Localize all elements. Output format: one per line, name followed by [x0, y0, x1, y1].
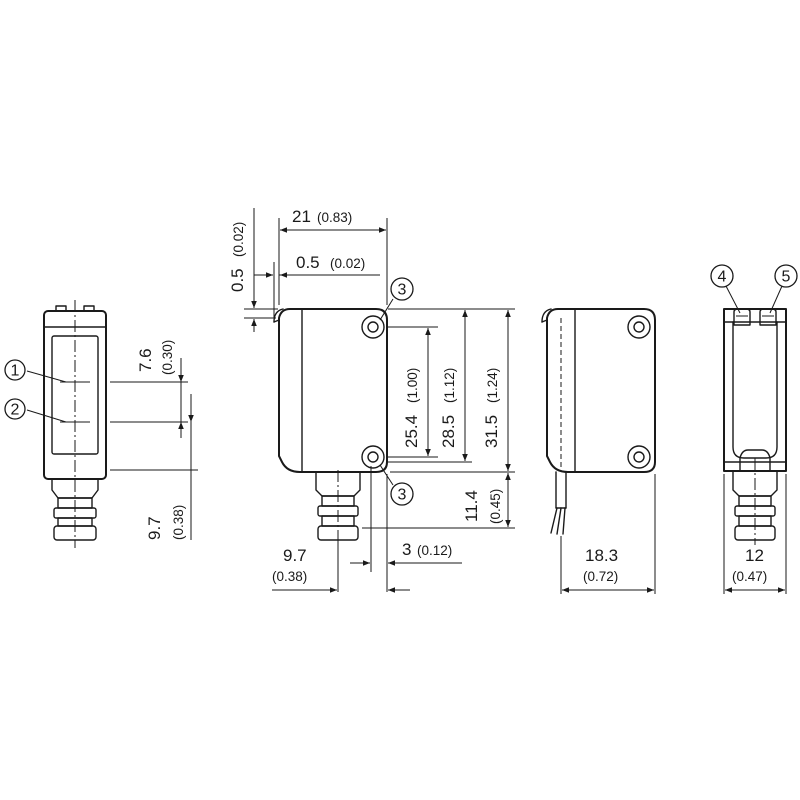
cable-wire-1 [550, 507, 558, 534]
callout-3-top-leader [379, 298, 394, 321]
cable-wire-3 [562, 507, 566, 535]
cable-wire-2 [556, 507, 562, 535]
dim-18-3-value: 18.3 [585, 546, 618, 565]
dim-31-5-value: 31.5 [482, 415, 501, 448]
callout-2-circle [4, 398, 26, 420]
callout-4-leader [725, 285, 741, 314]
dim-11-4-value: 11.4 [462, 490, 481, 522]
callout-3-bottom-label: 3 [398, 487, 407, 504]
cable-housing [546, 308, 656, 473]
dim-21-value: 21 [292, 207, 311, 226]
callout-2-label: 2 [11, 402, 20, 419]
callout-1-circle [4, 359, 26, 381]
callout-2-leader [26, 409, 67, 423]
cable-hole-top-inner [633, 321, 645, 333]
dim-7-6-inch: (0.30) [160, 340, 175, 375]
side-housing-lip-edge [273, 319, 280, 323]
dim-18-3-inch: (0.72) [583, 569, 618, 584]
front-top-bump-left [55, 305, 67, 312]
dim-28-5-value: 28.5 [439, 415, 458, 448]
callout-3-bottom-circle [390, 482, 414, 506]
callout-4-label: 4 [718, 269, 727, 286]
cable-hole-bottom-outer [627, 445, 651, 469]
dim-0-5-v-inch: (0.02) [231, 222, 246, 257]
front-view: 1 2 7.6 (0.30) 9.7 (0.38) [4, 300, 198, 548]
rear-view: 4 5 12 (0.47) [710, 264, 798, 594]
cable-hole-top-outer [627, 315, 651, 339]
callout-3-top-label: 3 [398, 282, 407, 299]
dim-9-7-bottom-value: 9.7 [283, 546, 307, 565]
dim-12-inch: (0.47) [732, 569, 767, 584]
callout-4-circle [710, 264, 734, 288]
side-view: 3 3 21 (0.83) 0.5 (0.02) 0.5 (0.02) [228, 207, 515, 593]
rear-bottom-cutout [739, 449, 771, 472]
side-hole-top-outer [361, 315, 385, 339]
dim-25-4-value: 25.4 [402, 415, 421, 448]
cable-housing-lip-edge [541, 319, 548, 323]
dim-12-value: 12 [745, 546, 764, 565]
dim-3-value: 3 [402, 540, 411, 559]
dim-9-7-left-value: 9.7 [145, 516, 164, 540]
side-hole-bottom-inner [367, 451, 379, 463]
rear-led-4 [733, 308, 751, 326]
dim-28-5-inch: (1.12) [442, 368, 457, 403]
dim-0-5-h-inch: (0.02) [330, 256, 365, 271]
cable-housing-lip [541, 308, 552, 323]
callout-1-leader [26, 370, 67, 383]
callout-5-circle [774, 264, 798, 288]
front-top-bump-right [83, 305, 95, 312]
dim-25-4-inch: (1.00) [405, 368, 420, 403]
side-hole-bottom-outer [361, 445, 385, 469]
rear-inner-frame [732, 321, 778, 459]
cable-hole-bottom-inner [633, 451, 645, 463]
dim-7-6-value: 7.6 [136, 348, 155, 372]
side-housing-lip [273, 308, 284, 323]
side-hole-top-inner [367, 321, 379, 333]
dim-0-5-v-value: 0.5 [228, 268, 247, 292]
callout-5-label: 5 [782, 269, 791, 286]
side-housing [278, 308, 388, 473]
dim-9-7-left-inch: (0.38) [171, 505, 186, 540]
dim-9-7-bottom-inch: (0.38) [272, 569, 307, 584]
callout-1-label: 1 [11, 363, 20, 380]
cable-view: 18.3 (0.72) [541, 308, 656, 594]
dim-3-inch: (0.12) [417, 543, 452, 558]
callout-5-leader [769, 285, 783, 314]
dim-21-inch: (0.83) [317, 210, 352, 225]
callout-3-top-circle [390, 277, 414, 301]
dim-0-5-h-value: 0.5 [296, 253, 320, 272]
dim-31-5-inch: (1.24) [485, 368, 500, 403]
dim-11-4-inch: (0.45) [488, 489, 503, 524]
